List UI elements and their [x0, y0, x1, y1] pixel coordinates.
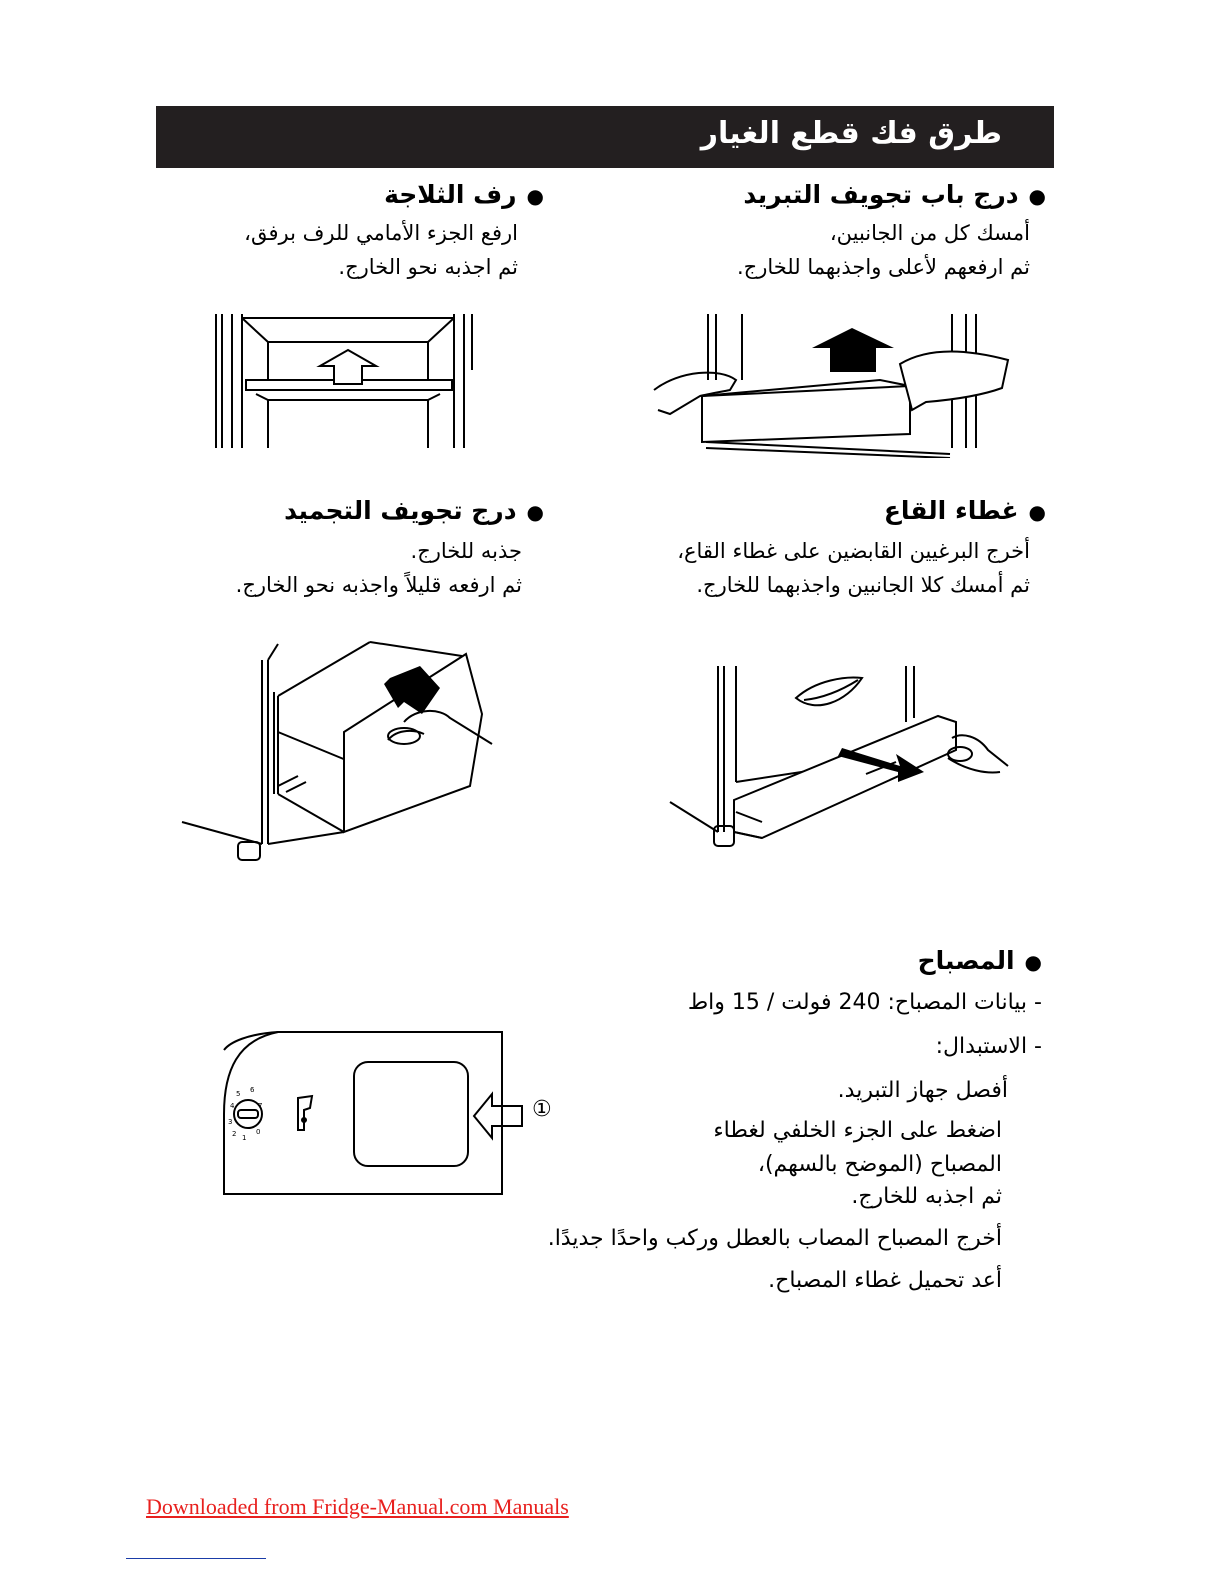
- page-title: طرق فك قطع الغيار: [700, 116, 1002, 151]
- door-bin-heading: ● درج باب تجويف التبريد: [743, 180, 1046, 209]
- lamp-step-3: المصباح (الموضح بالسهم)،: [757, 1152, 1002, 1177]
- lamp-heading-text: المصباح: [917, 946, 1015, 975]
- lamp-heading: ● المصباح: [918, 946, 1042, 975]
- bottom-cover-heading: ● غطاء القاع: [884, 496, 1046, 525]
- lamp-step-5: أخرج المصباح المصاب بالعطل وركب واحدًا ج…: [547, 1226, 1002, 1251]
- dial-mark: 6: [250, 1086, 255, 1094]
- freezer-drawer-instructions: جذبه للخارج. ثم ارفعه قليلاً واجذبه نحو …: [236, 534, 522, 602]
- lamp-cover-illustration: 5 6 4 7 3 2 1 0 ①: [218, 1030, 564, 1198]
- bullet-icon: ●: [526, 500, 544, 524]
- freezer-drawer-line-2: ثم ارفعه قليلاً واجذبه نحو الخارج.: [235, 573, 522, 597]
- door-bin-heading-text: درج باب تجويف التبريد: [743, 180, 1019, 209]
- shelf-line-2: ثم اجذبه نحو الخارج.: [338, 255, 518, 279]
- bullet-icon: ●: [1028, 500, 1046, 524]
- freezer-drawer-illustration: [178, 636, 498, 864]
- lamp-step-2: اضغط على الجزء الخلفي لغطاء: [713, 1118, 1002, 1143]
- lamp-step-4: ثم اجذبه للخارج.: [851, 1184, 1002, 1209]
- door-bin-line-1: أمسك كل من الجانبين،: [829, 221, 1030, 245]
- footer-download-link[interactable]: Downloaded from Fridge-Manual.com Manual…: [146, 1494, 569, 1519]
- dial-mark: 4: [230, 1102, 235, 1110]
- bottom-cover-instructions: أخرج البرغيين القابضين على غطاء القاع، ث…: [677, 534, 1030, 602]
- lamp-spec: - بيانات المصباح: 240 فولت / 15 واط: [687, 990, 1042, 1015]
- dial-mark: 1: [242, 1134, 246, 1142]
- shelf-heading: ● رف الثلاجة: [384, 180, 544, 209]
- bottom-cover-line-1: أخرج البرغيين القابضين على غطاء القاع،: [677, 539, 1030, 563]
- dial-mark: 3: [228, 1118, 232, 1126]
- bottom-cover-line-2: ثم أمسك كلا الجانبين واجذبهما للخارج.: [696, 573, 1030, 597]
- shelf-illustration: [208, 310, 478, 452]
- freezer-drawer-heading-text: درج تجويف التجميد: [284, 496, 517, 525]
- dial-mark: 5: [236, 1090, 240, 1098]
- door-bin-line-2: ثم ارفعهم لأعلى واجذبهما للخارج.: [736, 255, 1030, 279]
- dial-mark: 2: [232, 1130, 236, 1138]
- door-bin-instructions: أمسك كل من الجانبين، ثم ارفعهم لأعلى واج…: [737, 216, 1030, 284]
- footer-divider: [126, 1558, 266, 1559]
- shelf-heading-text: رف الثلاجة: [384, 180, 517, 209]
- freezer-drawer-heading: ● درج تجويف التجميد: [284, 496, 544, 525]
- bottom-cover-heading-text: غطاء القاع: [883, 496, 1019, 525]
- shelf-instructions: ارفع الجزء الأمامي للرف برفق، ثم اجذبه ن…: [244, 216, 518, 284]
- shelf-line-1: ارفع الجزء الأمامي للرف برفق،: [244, 221, 518, 245]
- bullet-icon: ●: [526, 184, 544, 208]
- lamp-replace-label: - الاستبدال:: [935, 1034, 1042, 1059]
- bullet-icon: ●: [1028, 184, 1046, 208]
- freezer-drawer-line-1: جذبه للخارج.: [410, 539, 522, 563]
- lamp-step-1: أفصل جهاز التبريد.: [837, 1078, 1008, 1103]
- lamp-step-6: أعد تحميل غطاء المصباح.: [768, 1268, 1002, 1293]
- door-bin-illustration: [650, 310, 1012, 458]
- dial-mark: 7: [258, 1102, 262, 1110]
- callout-number: ①: [532, 1097, 552, 1122]
- dial-mark: 0: [256, 1128, 260, 1136]
- bottom-cover-illustration: [666, 662, 1014, 860]
- section-header-bar: طرق فك قطع الغيار: [156, 106, 1054, 168]
- bullet-icon: ●: [1024, 950, 1042, 974]
